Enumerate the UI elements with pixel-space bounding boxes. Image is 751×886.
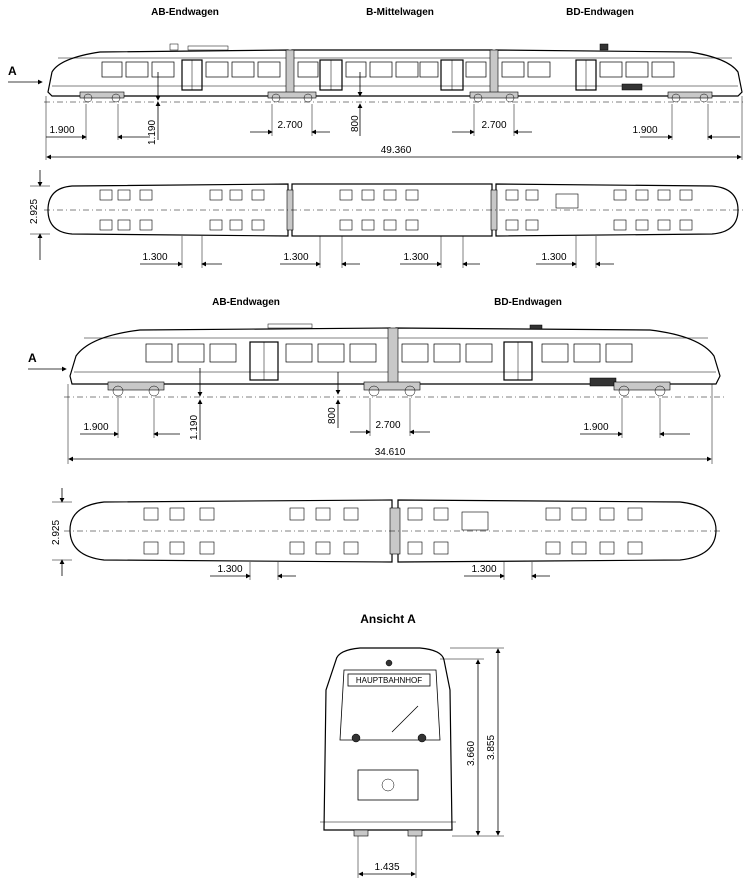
bogies-2car xyxy=(107,381,671,397)
wiper xyxy=(391,705,419,733)
dim-width-3car: 2.925 xyxy=(29,199,40,224)
dim-door-4: 1.300 xyxy=(541,252,566,263)
dim-total-length-2car: 34.610 xyxy=(375,447,406,458)
dim-door-3: 1.300 xyxy=(403,252,428,263)
dim-front-bogie-2car: 1.900 xyxy=(83,422,108,433)
side-doors-3car xyxy=(181,59,643,91)
dim-jakobs-left: 2.700 xyxy=(277,120,302,131)
coupler xyxy=(381,778,395,792)
coupler-housing xyxy=(357,769,419,801)
seat-rows-2car xyxy=(143,507,643,555)
headlight-left xyxy=(351,733,361,743)
dim-door-1: 1.300 xyxy=(142,252,167,263)
dim-height-1190: 1.190 xyxy=(147,120,158,145)
dim-floor-800: 800 xyxy=(350,115,361,132)
three-car-side-view: AB-Endwagen B-Mittelwagen BD-Endwagen A xyxy=(8,7,745,160)
headlight-right xyxy=(417,733,427,743)
two-car-side-view: AB-Endwagen BD-Endwagen A xyxy=(28,297,724,464)
top-headlight xyxy=(385,659,393,667)
dim-width-2car: 2.925 xyxy=(51,520,62,545)
ansicht-a-title: Ansicht A xyxy=(360,612,416,626)
dim-gauge: 1.435 xyxy=(374,862,399,873)
ab-endwagen-label-2: AB-Endwagen xyxy=(212,297,280,308)
gangway-2 xyxy=(489,49,499,97)
dim-front-height-inner: 3.660 xyxy=(466,741,477,766)
dim-front-bogie: 1.900 xyxy=(49,125,74,136)
windscreen xyxy=(339,669,441,741)
rail-left xyxy=(353,829,369,837)
front-body-outline xyxy=(323,647,453,831)
rail-right xyxy=(407,829,423,837)
dim-floor-800-2car: 800 xyxy=(327,407,338,424)
two-car-plan-view: 2.925 1.300 1.300 xyxy=(51,488,722,580)
ab-endwagen-label: AB-Endwagen xyxy=(151,7,219,18)
dim-front-height-total: 3.855 xyxy=(486,735,497,760)
dim-rear-bogie: 1.900 xyxy=(632,125,657,136)
b-mittelwagen-label: B-Mittelwagen xyxy=(366,7,434,18)
roof-equipment-2 xyxy=(169,43,179,51)
dim-height-1190-2car: 1.190 xyxy=(189,415,200,440)
side-windows-2car xyxy=(145,343,633,363)
destination-text: HAUPTBAHNHOF xyxy=(356,676,422,685)
side-windows-3car xyxy=(101,61,675,78)
dim-total-length-3car: 49.360 xyxy=(381,145,412,156)
dim-jakobs-right: 2.700 xyxy=(481,120,506,131)
three-car-plan-view: 2.925 1.300 1.300 1.300 1.300 xyxy=(29,170,745,268)
roof-equipment-1 xyxy=(187,45,229,51)
dim-rear-bogie-2car: 1.900 xyxy=(583,422,608,433)
bd-endwagen-body xyxy=(495,49,743,97)
view-arrow-label: A xyxy=(8,64,17,78)
bogies-3car xyxy=(79,91,713,103)
dim-door-2: 1.300 xyxy=(283,252,308,263)
view-arrow-label-2: A xyxy=(28,351,37,365)
seat-rows-3car xyxy=(99,189,693,231)
front-view: Ansicht A HAUPTBAHNHOF 3.660 3.855 1.435 xyxy=(320,612,504,878)
bd-endwagen-label: BD-Endwagen xyxy=(566,7,634,18)
dim-door-2car-2: 1.300 xyxy=(471,564,496,575)
bd-endwagen-label-2: BD-Endwagen xyxy=(494,297,562,308)
roof-equipment-3 xyxy=(599,43,609,51)
destination-display xyxy=(347,673,431,687)
dim-door-2car-1: 1.300 xyxy=(217,564,242,575)
side-doors-2car xyxy=(249,341,617,387)
gangway-1 xyxy=(285,49,295,97)
dim-jakobs-2car: 2.700 xyxy=(375,420,400,431)
